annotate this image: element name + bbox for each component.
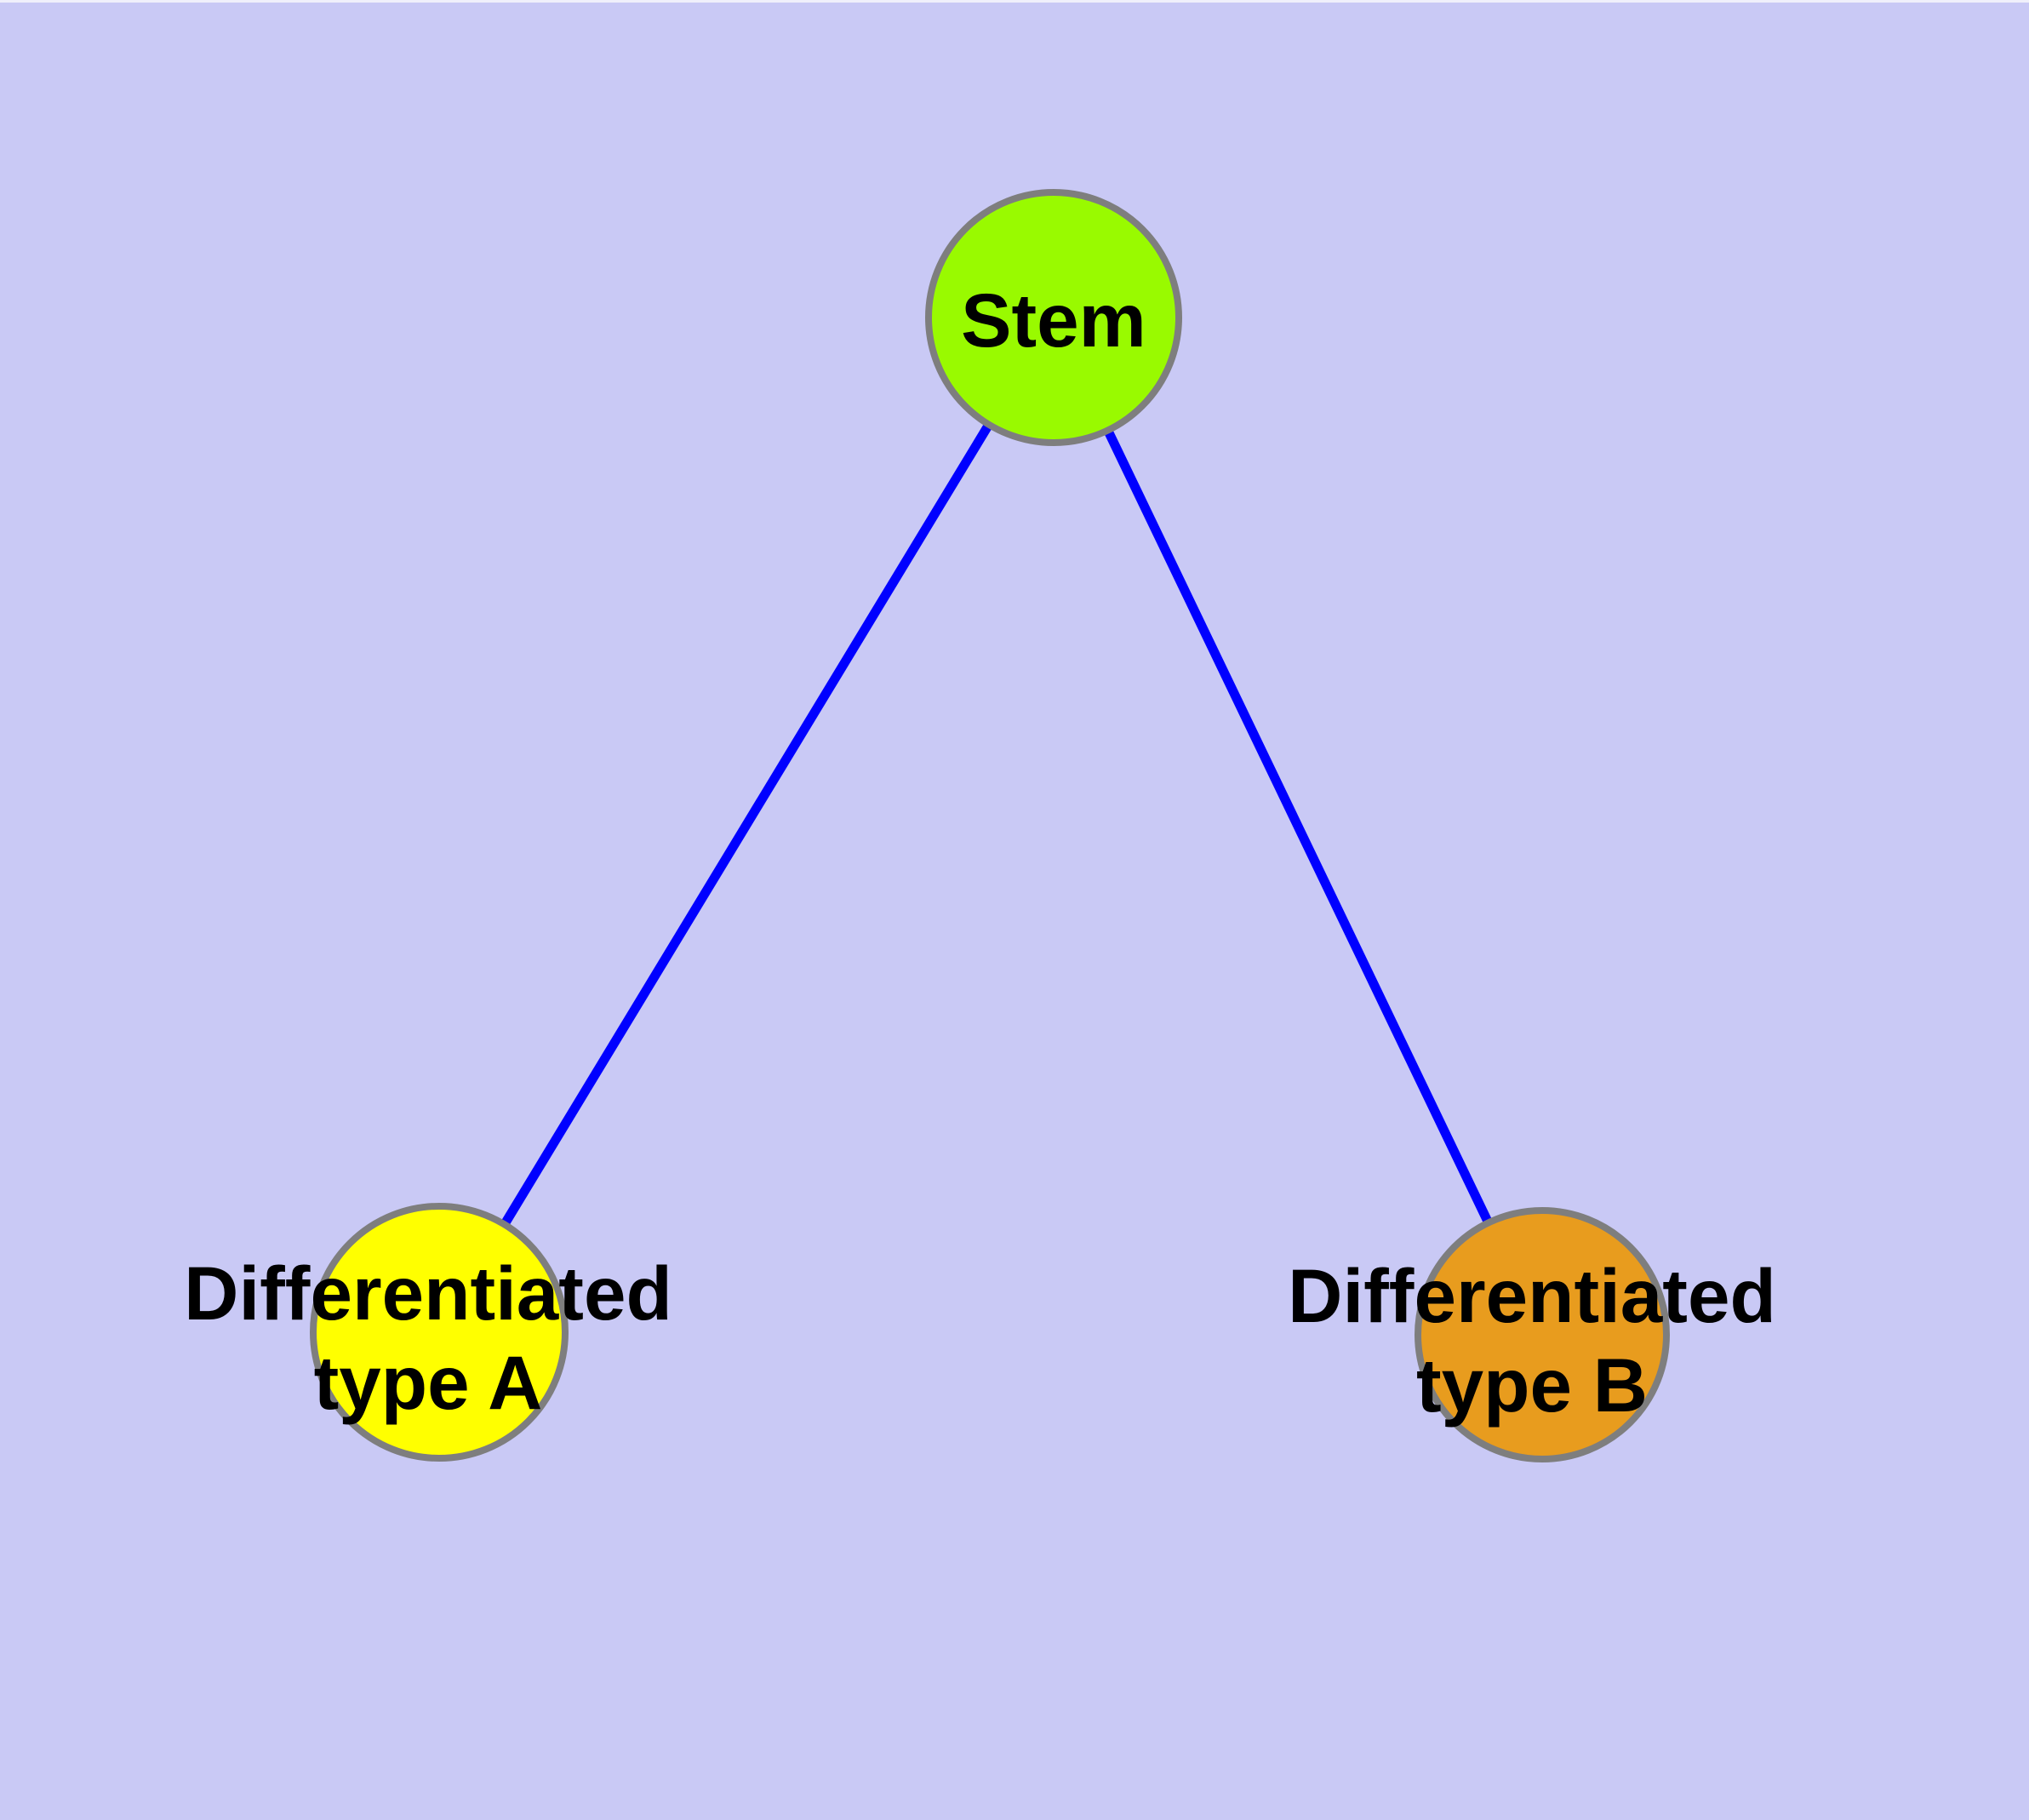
node-stem-label: Stem [961,278,1146,363]
node-typeB-label-line1: Differentiated [1288,1253,1776,1338]
node-typeA-label-line2: type A [314,1340,543,1425]
edge-stem-to-typeA [435,315,1058,1335]
node-typeB-label-line2: type B [1416,1342,1648,1428]
node-differentiated-type-a [310,1203,569,1462]
top-edge-highlight [0,0,2029,3]
node-typeA-label-line1: Differentiated [184,1251,672,1336]
node-stem [925,189,1182,446]
edge-stem-to-typeB [1049,315,1546,1337]
node-differentiated-type-b [1415,1207,1670,1462]
